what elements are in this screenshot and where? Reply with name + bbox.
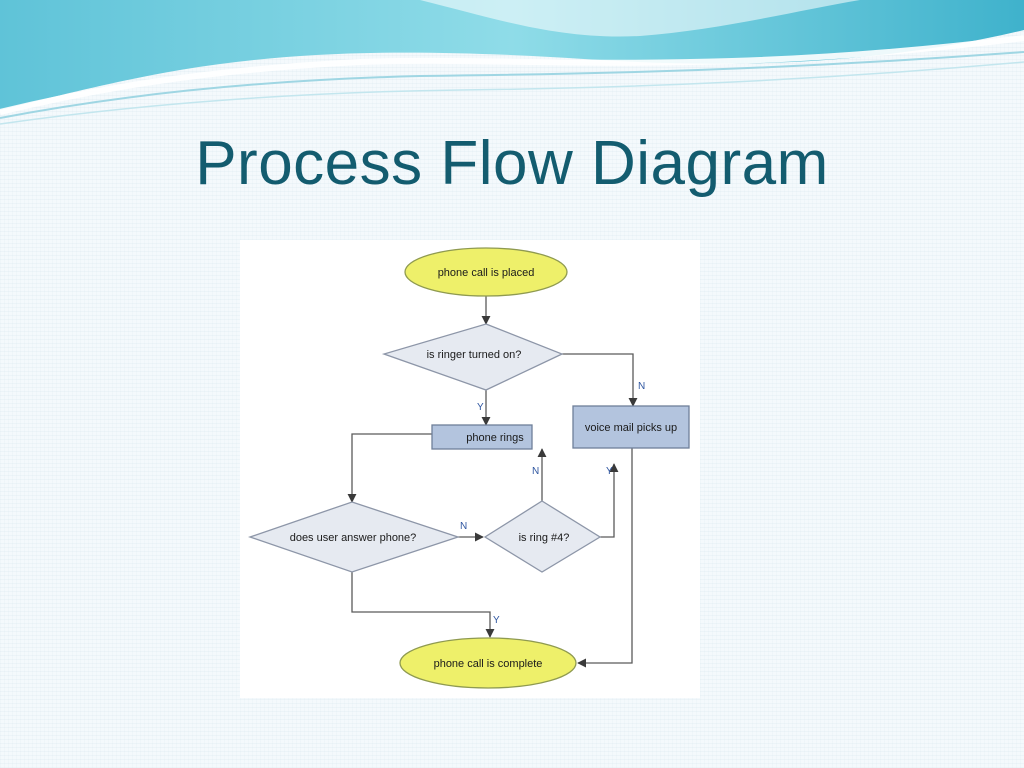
edge-label-ring4-yes: Y [606,466,613,477]
node-answer-decision: does user answer phone? [247,501,461,573]
node-ring4-decision: is ring #4? [483,500,602,573]
start-label: phone call is placed [438,267,535,279]
edge-voicemail-to-end [577,448,633,668]
edge-label-answer-yes: Y [493,615,500,626]
slide-title: Process Flow Diagram [195,129,829,198]
edge-label-ringer-no: N [638,381,645,392]
ring4-decision-label: is ring #4? [519,532,570,544]
start-terminal-shape [404,247,568,297]
flowchart-image: phone call is placed is ringer turned on… [240,240,700,698]
flowchart-svg: phone call is placed is ringer turned on… [247,247,690,689]
node-end: phone call is complete [399,637,577,689]
node-ringer-decision: is ringer turned on? [381,323,564,391]
edge-label-ring4-no: N [532,466,539,477]
edge-label-answer-no: N [460,521,467,532]
end-label: phone call is complete [434,658,543,670]
answer-decision-label: does user answer phone? [290,532,417,544]
ringer-decision-label: is ringer turned on? [427,349,522,361]
edge-rings-to-answer [347,433,432,503]
phone-rings-label: phone rings [466,432,524,444]
ring4-decision-shape [483,500,602,573]
phone-rings-shape [431,424,533,450]
flowchart-connectors [347,296,638,668]
end-terminal-shape [399,637,577,689]
node-phone-rings: phone rings [431,424,533,450]
node-start: phone call is placed [404,247,568,297]
voicemail-shape [572,405,690,449]
header-wave-decoration [0,0,1024,125]
voicemail-label: voice mail picks up [585,422,677,434]
answer-decision-shape [247,501,461,573]
ringer-decision-shape [381,323,564,391]
edge-ring4-to-voicemail [600,463,619,538]
edge-answer-to-end [351,572,495,638]
edge-ringer-to-voicemail [562,353,638,407]
edge-label-ringer-yes: Y [477,402,484,413]
node-voicemail: voice mail picks up [572,405,690,449]
